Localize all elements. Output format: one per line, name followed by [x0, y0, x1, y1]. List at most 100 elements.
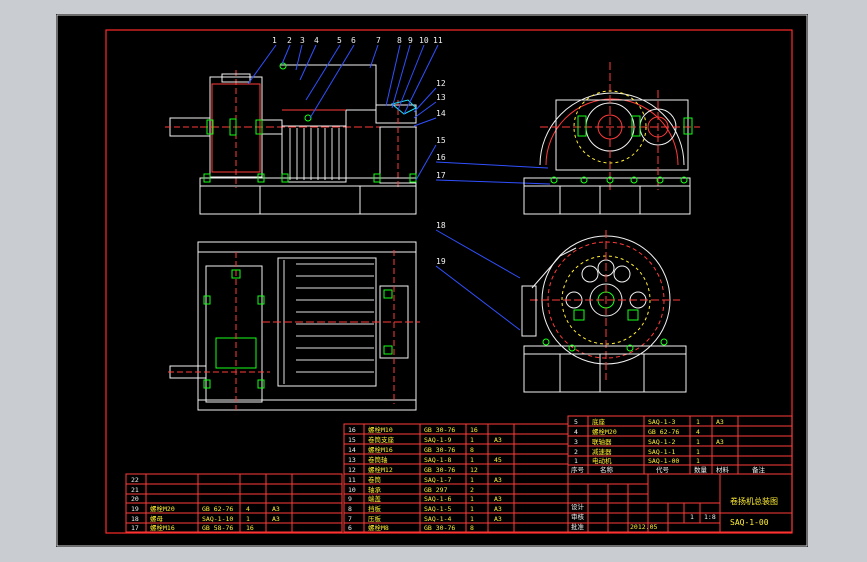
bom-right-name-4: 螺栓M20	[592, 427, 617, 436]
drawing-number: SAQ-1-00	[730, 518, 769, 527]
bom-left-row-18-name: 螺母	[150, 514, 164, 523]
bom-mid-name-14: 螺栓M16	[368, 445, 393, 454]
title-check: 审核	[571, 512, 585, 521]
title-approve: 批准	[571, 522, 585, 531]
balloon-16: 16	[436, 153, 446, 162]
balloon-4: 4	[314, 36, 319, 45]
bom-mid-mat-13: 45	[494, 456, 502, 464]
balloon-10: 10	[419, 36, 429, 45]
bom-mid-name-15: 卷筒支座	[368, 435, 395, 444]
bom-mid-table	[343, 423, 569, 533]
title-block-text: 设计 审核 批准 2012.05 1 1:8 卷扬机总装图 SAQ-1-00	[571, 496, 778, 531]
bom-mid-mat-11: A3	[494, 476, 502, 484]
balloon-8: 8	[397, 36, 402, 45]
bom-mid-mat-7: A3	[494, 515, 502, 523]
bom-left-row-17-qty: 16	[246, 524, 254, 532]
bom-mid-code-13: SAQ-1-8	[424, 456, 451, 464]
bom-left-row-21-no: 21	[131, 486, 139, 494]
bom-mid-qty-15: 1	[470, 436, 474, 444]
bom-mid-qty-12: 12	[470, 466, 478, 474]
balloon-12: 12	[436, 79, 446, 88]
bom-mid-qty-8: 1	[470, 505, 474, 513]
bom-mid-no-8: 8	[348, 505, 352, 513]
bom-left-table	[125, 473, 343, 533]
bom-mid-text: 16 螺栓M10 GB 30-76 16 15 卷筒支座 SAQ-1-9 1 A…	[348, 425, 502, 532]
balloon-15: 15	[436, 136, 446, 145]
bom-right-name-3: 联轴器	[592, 437, 612, 446]
bom-right-code-2: SAQ-1-1	[648, 448, 675, 456]
bom-mid-qty-13: 1	[470, 456, 474, 464]
bom-left-row-19-no: 19	[131, 505, 139, 513]
balloon-6: 6	[351, 36, 356, 45]
bom-header-qty: 数量	[694, 465, 708, 474]
bom-mid-no-13: 13	[348, 456, 356, 464]
bom-mid-code-11: SAQ-1-7	[424, 476, 451, 484]
balloon-3: 3	[300, 36, 305, 45]
bom-right-code-5: SAQ-1-3	[648, 418, 675, 426]
bom-right-no-2: 2	[574, 448, 578, 456]
balloon-2: 2	[287, 36, 292, 45]
bom-mid-no-7: 7	[348, 515, 352, 523]
balloon-7: 7	[376, 36, 381, 45]
bom-mid-code-10: GB 297	[424, 486, 448, 494]
bom-mid-no-12: 12	[348, 466, 356, 474]
title-block	[567, 473, 793, 533]
balloon-9: 9	[408, 36, 413, 45]
balloon-11: 11	[433, 36, 443, 45]
balloon-19: 19	[436, 257, 446, 266]
bom-mid-name-16: 螺栓M10	[368, 425, 393, 434]
bom-mid-code-8: SAQ-1-5	[424, 505, 451, 513]
bom-right-name-2: 减速器	[592, 447, 612, 456]
bom-mid-mat-9: A3	[494, 495, 502, 503]
bom-header-code: 代号	[656, 465, 670, 474]
bom-mid-no-15: 15	[348, 436, 356, 444]
bom-left-row-18-qty: 1	[246, 515, 250, 523]
bom-mid-code-16: GB 30-76	[424, 426, 455, 434]
bom-mid-name-8: 挡板	[368, 504, 382, 513]
bom-mid-qty-16: 16	[470, 426, 478, 434]
bom-mid-no-16: 16	[348, 426, 356, 434]
bom-mid-name-13: 卷筒轴	[368, 455, 388, 464]
bom-left-row-17-no: 17	[131, 524, 139, 532]
bom-mid-code-15: SAQ-1-9	[424, 436, 451, 444]
bom-mid-code-6: GB 30-76	[424, 524, 455, 532]
bom-left-row-19-code: GB 62-76	[202, 505, 233, 513]
bom-mid-qty-10: 2	[470, 486, 474, 494]
side-view-lower	[521, 230, 687, 393]
drawing-title: 卷扬机总装图	[730, 496, 778, 506]
bom-left-row-17-name: 螺栓M16	[150, 523, 175, 532]
bom-mid-qty-7: 1	[470, 515, 474, 523]
bom-mid-no-9: 9	[348, 495, 352, 503]
bom-right-mat-3: A3	[716, 438, 724, 446]
drawing-frame	[105, 29, 793, 534]
front-view	[165, 62, 420, 215]
bom-mid-name-7: 压板	[368, 514, 382, 523]
bom-mid-no-14: 14	[348, 446, 356, 454]
bom-mid-qty-6: 8	[470, 524, 474, 532]
bom-mid-qty-9: 1	[470, 495, 474, 503]
bom-header-note: 备注	[752, 465, 766, 474]
side-view-upper	[523, 62, 700, 215]
bom-left-row-19-note: A3	[272, 505, 280, 513]
bom-right-qty-5: 1	[696, 418, 700, 426]
bom-mid-no-10: 10	[348, 486, 356, 494]
balloon-labels: 1 2 3 4 5 6 7 8 9 10 11 12 13 14 15 16 1…	[272, 36, 446, 266]
bom-right-name-1: 电动机	[592, 456, 612, 465]
bom-right-mat-5: A3	[716, 418, 724, 426]
bom-left-row-17-code: GB 58-76	[202, 524, 233, 532]
front-view-leaders	[247, 44, 551, 331]
bom-right-code-3: SAQ-1-2	[648, 438, 675, 446]
balloon-14: 14	[436, 109, 446, 118]
bom-mid-name-10: 轴承	[368, 485, 382, 494]
bom-right-no-1: 1	[574, 457, 578, 465]
bom-right-code-1: SAQ-1-00	[648, 457, 679, 465]
bom-header-name: 名称	[600, 465, 614, 474]
bom-right-qty-3: 1	[696, 438, 700, 446]
bom-mid-name-9: 端盖	[368, 494, 382, 503]
title-sheet: 1	[690, 513, 694, 521]
bom-mid-mat-8: A3	[494, 505, 502, 513]
balloon-18: 18	[436, 221, 446, 230]
bom-mid-code-7: SAQ-1-4	[424, 515, 451, 523]
balloon-17: 17	[436, 171, 446, 180]
